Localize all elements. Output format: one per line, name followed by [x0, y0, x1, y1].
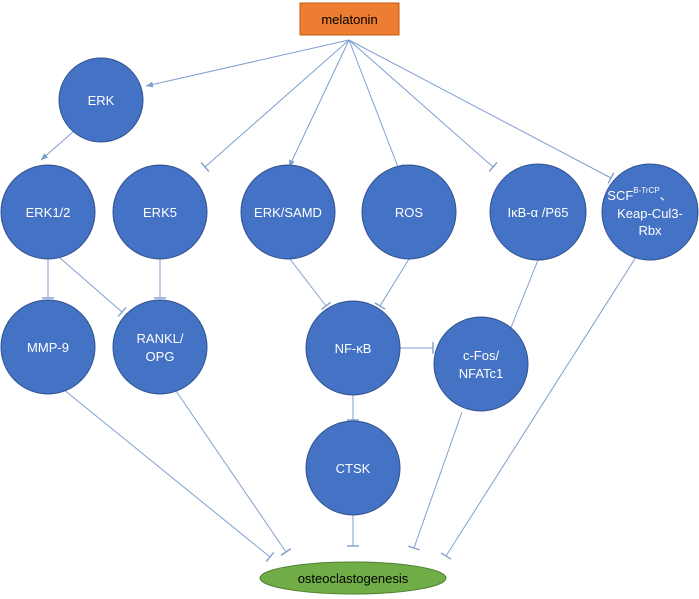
node-label: ERK1/2 [26, 205, 71, 220]
edge-melatonin-scf [348, 39, 615, 184]
node-label-line2: OPG [146, 349, 175, 364]
node-circle [240, 164, 336, 260]
node-label-line1: RANKL/ [137, 331, 184, 346]
node-label: ROS [395, 205, 424, 220]
node-ros: ROS [361, 164, 457, 260]
node-erk: ERK [58, 57, 144, 143]
node-erk5: ERK5 [112, 164, 208, 260]
node-circle [58, 57, 144, 143]
node-circle [112, 299, 208, 395]
scf-mark: 、 [660, 188, 673, 203]
node-mmp9: MMP-9 [0, 299, 96, 395]
edge-melatonin-ros [348, 39, 404, 170]
node-erk12: ERK1/2 [0, 164, 96, 260]
edge-ros-nfkb [374, 258, 410, 310]
node-circle [112, 164, 208, 260]
node-label-line2: NFATc1 [459, 366, 504, 381]
node-label: CTSK [336, 461, 371, 476]
node-label-line1: c-Fos/ [463, 348, 500, 363]
node-circle [361, 164, 457, 260]
edge-melatonin-ikb [348, 39, 498, 172]
node-circle [305, 420, 401, 516]
edge-ikb-cfos [504, 259, 539, 333]
melatonin-box [299, 2, 400, 36]
melatonin-label: melatonin [321, 12, 377, 27]
node-circle [305, 300, 401, 396]
edge-cfos-output [408, 411, 463, 551]
node-circle [0, 164, 96, 260]
node-label: MMP-9 [27, 340, 69, 355]
node-nfkb: NF-κB [305, 300, 401, 396]
node-circle [433, 316, 529, 412]
osteoclastogenesis-node: osteoclastogenesis [259, 561, 447, 595]
scf-text: SCF [607, 188, 633, 203]
edge-erk-samd-nfkb [289, 258, 332, 311]
node-label-line2: Keap-Cul3- [617, 206, 683, 221]
edge-erk12-rankl [59, 257, 127, 317]
node-circle [489, 163, 587, 261]
node-label: ERK5 [143, 205, 177, 220]
scf-superscript: B-TrCP [633, 186, 659, 195]
node-ctsk: CTSK [305, 420, 401, 516]
node-label-line1: SCFB-TrCP、 [607, 186, 672, 203]
edges [40, 39, 651, 563]
edge-scf-output [440, 234, 651, 560]
node-label: ERK/SAMD [254, 205, 322, 220]
node-label: ERK [88, 93, 115, 108]
node-erk-samd: ERK/SAMD [240, 164, 336, 260]
output-ellipse [259, 561, 447, 595]
edge-rankl-output [171, 384, 292, 556]
edge-melatonin-erk-samd [288, 39, 350, 168]
node-ikb-p65: IκB-α /P65 [489, 163, 587, 261]
node-label: NF-κB [335, 341, 372, 356]
node-scf-keap: SCFB-TrCP、 Keap-Cul3- Rbx [601, 163, 699, 261]
edge-melatonin-erk5 [200, 39, 350, 172]
output-label: osteoclastogenesis [298, 571, 409, 586]
edge-mmp9-output [57, 384, 275, 563]
node-circle [0, 299, 96, 395]
node-label: IκB-α /P65 [508, 205, 569, 220]
melatonin-node: melatonin [299, 2, 400, 36]
edge-melatonin-erk [145, 39, 350, 88]
node-cfos-nfatc1: c-Fos/ NFATc1 [433, 316, 529, 412]
node-rankl-opg: RANKL/ OPG [112, 299, 208, 395]
node-circle [601, 163, 699, 261]
node-label-line3: Rbx [638, 223, 662, 238]
